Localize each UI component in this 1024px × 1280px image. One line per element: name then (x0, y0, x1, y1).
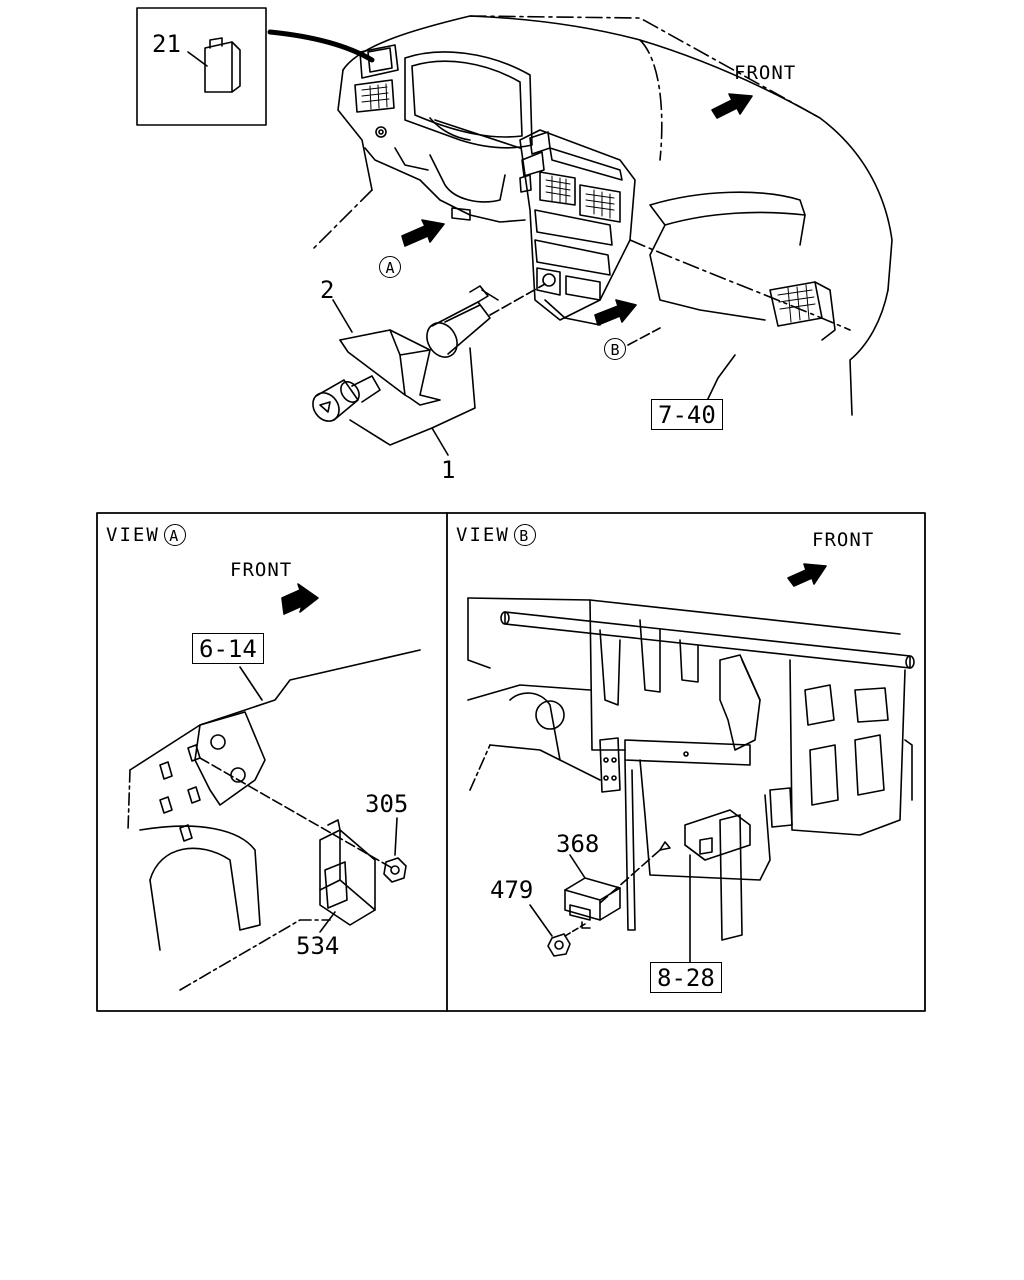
view-a-title: VIEW A (106, 524, 186, 546)
lighter-assembly (312, 283, 546, 456)
view-a-arrow (401, 219, 445, 247)
view-b-title: VIEW B (456, 524, 536, 546)
view-b-title-marker: B (513, 524, 536, 546)
view-b-arrow (594, 299, 637, 326)
ref-6-14: 6-14 (192, 633, 264, 664)
ref-7-40: 7-40 (651, 399, 723, 430)
view-b-marker: B (604, 338, 626, 360)
view-b-title-text: VIEW (456, 524, 510, 546)
view-b-art (467, 563, 915, 963)
dashboard (311, 15, 893, 416)
front-label-view-b: FRONT (812, 529, 875, 551)
view-a-art (127, 583, 421, 991)
front-label-view-a: FRONT (230, 559, 293, 581)
callout-534: 534 (296, 932, 340, 960)
callout-305: 305 (365, 790, 409, 818)
lid-inset-box (136, 7, 267, 126)
callout-21: 21 (152, 30, 181, 58)
front-label-top: FRONT (734, 62, 797, 84)
callout-2: 2 (320, 276, 335, 304)
view-a-title-marker: A (163, 524, 186, 546)
callout-479: 479 (490, 876, 534, 904)
lid-part (204, 37, 241, 93)
front-arrow-top (711, 93, 753, 119)
views-frame (96, 512, 926, 1012)
view-a-title-text: VIEW (106, 524, 160, 546)
view-a-marker: A (379, 256, 401, 278)
ref-8-28: 8-28 (650, 962, 722, 993)
callout-1: 1 (441, 456, 456, 484)
callout-368: 368 (556, 830, 600, 858)
